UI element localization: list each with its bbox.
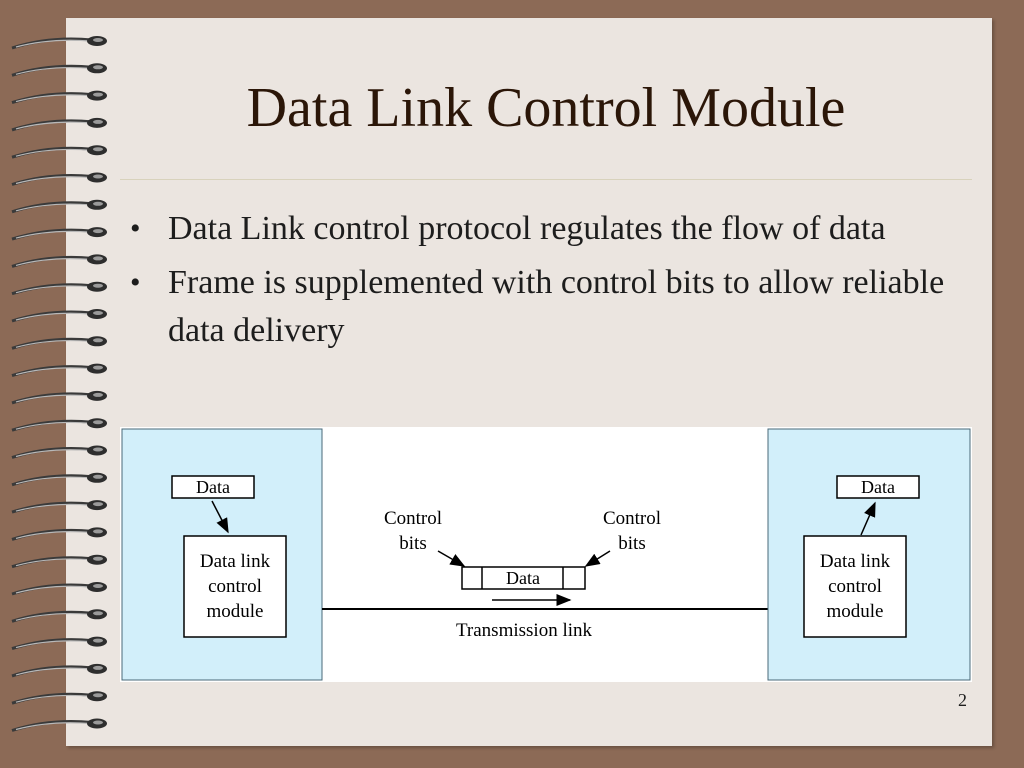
slide-title: Data Link Control Module — [246, 77, 846, 139]
binding-coil — [11, 90, 107, 105]
page-number: 2 — [958, 690, 967, 710]
left-module-box — [183, 535, 287, 638]
bullet-item: • Data Link control protocol regulates t… — [128, 205, 948, 253]
binding-coil — [11, 718, 107, 732]
right-module-line-3: module — [827, 601, 884, 622]
binding-coil — [11, 36, 107, 50]
left-module-line-2: control — [208, 576, 262, 597]
binding-coil — [11, 445, 107, 459]
frame-box — [461, 566, 586, 590]
right-module-line-2: control — [828, 576, 882, 597]
binding-coil — [11, 418, 107, 432]
left-data-label: Data — [196, 477, 230, 497]
binding-coil — [11, 663, 107, 678]
binding-coil — [11, 363, 107, 378]
binding-coil — [11, 199, 107, 214]
binding-coil — [11, 336, 107, 350]
bullet-list: • Data Link control protocol regulates t… — [128, 205, 948, 361]
title-divider — [120, 179, 972, 180]
binding-coil — [11, 309, 107, 323]
binding-coil — [11, 63, 107, 77]
right-module-line-1: Data link — [820, 551, 891, 572]
binding-coil — [11, 254, 107, 268]
binding-coil — [11, 500, 107, 514]
right-data-arrow — [860, 501, 876, 536]
left-module-line-1: Data link — [200, 551, 271, 572]
bullet-item: • Frame is supplemented with control bit… — [128, 259, 948, 355]
binding-coil — [11, 117, 107, 132]
binding-coil — [11, 527, 107, 541]
bullet-dot-icon: • — [130, 266, 141, 299]
binding-coil — [11, 691, 107, 705]
control-bits-left-line-2: bits — [399, 533, 426, 554]
control-bits-right-line-2: bits — [618, 533, 645, 554]
bullet-dot-icon: • — [130, 212, 141, 245]
page-binding-strip — [0, 18, 70, 746]
binding-coil — [11, 582, 107, 596]
bullet-text: Data Link control protocol regulates the… — [168, 210, 886, 247]
binding-coil — [11, 472, 107, 487]
spiral-binding — [11, 36, 107, 732]
control-bits-left-arrow — [437, 550, 466, 567]
binding-coil — [11, 390, 107, 405]
binding-coil — [11, 145, 107, 159]
data-link-diagram: Data Data link control module Data Trans… — [120, 427, 972, 682]
left-module-line-3: module — [207, 601, 264, 622]
left-data-arrow — [211, 500, 229, 534]
binding-coil — [11, 227, 107, 241]
transmission-link-label: Transmission link — [456, 620, 593, 641]
control-bits-right-arrow — [584, 550, 611, 567]
bullet-text: Frame is supplemented with control bits … — [168, 264, 945, 349]
binding-coil — [11, 636, 107, 651]
right-module-box — [803, 535, 907, 638]
right-data-box — [836, 475, 920, 499]
control-bits-right-line-1: Control — [603, 508, 661, 529]
binding-coil — [11, 554, 107, 569]
control-bits-left-line-1: Control — [384, 508, 442, 529]
right-data-label: Data — [861, 477, 895, 497]
left-data-box — [171, 475, 255, 499]
binding-coil — [11, 281, 107, 296]
binding-coil — [11, 609, 107, 623]
frame-data-label: Data — [506, 568, 540, 588]
binding-coil — [11, 172, 107, 186]
